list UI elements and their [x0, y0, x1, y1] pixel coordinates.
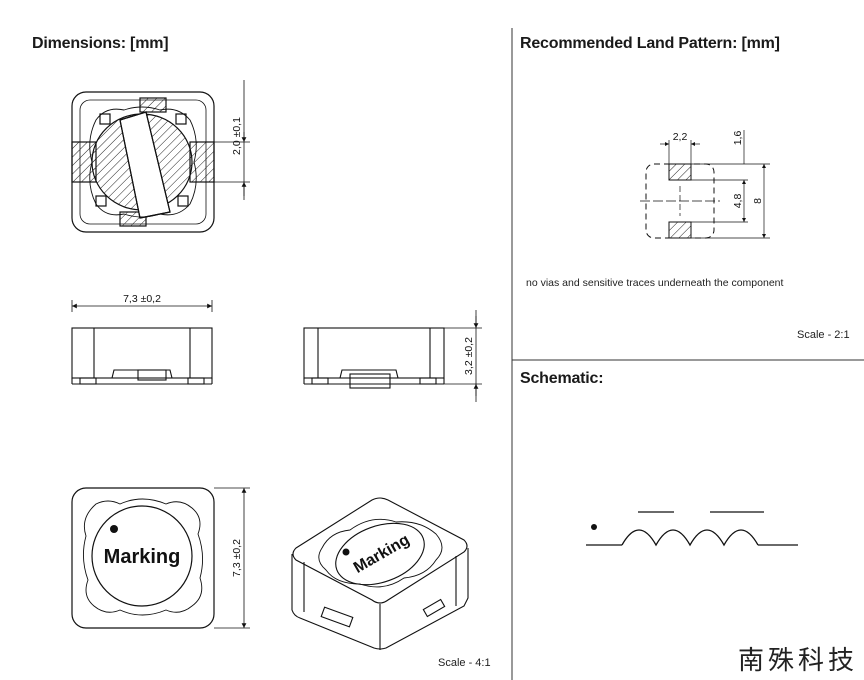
total-label: 8 — [752, 198, 764, 204]
side-view-right — [303, 310, 482, 402]
top-pad-dimension — [214, 80, 250, 200]
iso-polarity-dot — [342, 548, 350, 556]
pad-width-label: 2,2 — [673, 131, 688, 143]
land-note: no vias and sensitive traces underneath … — [526, 277, 784, 289]
width-label: 7,3 ±0,2 — [123, 293, 161, 305]
dimensions-title: Dimensions: [mm] — [32, 35, 169, 52]
schematic-polarity-dot — [591, 524, 597, 530]
land-scale: Scale - 2:1 — [797, 329, 850, 341]
height-label: 3,2 ±0,2 — [463, 337, 475, 375]
depth-label: 7,3 ±0,2 — [231, 539, 243, 577]
dimensions-scale: Scale - 4:1 — [438, 657, 491, 669]
top-pad-label: 2,0 ±0,1 — [231, 117, 243, 155]
schematic-title: Schematic: — [520, 370, 604, 387]
marking-view — [71, 487, 250, 629]
gap-label: 4,8 — [732, 194, 744, 209]
schematic-inductor — [586, 511, 798, 547]
brand-watermark: 南殊科技 — [738, 646, 859, 676]
isometric-view — [291, 497, 469, 650]
pad-height-label: 1,6 — [732, 131, 744, 146]
land-pattern-title: Recommended Land Pattern: [mm] — [520, 35, 780, 52]
land-pattern-drawing — [640, 130, 770, 239]
top-view-drawing — [71, 91, 215, 233]
iso-marking-text: Marking — [351, 531, 413, 576]
side-view-left — [71, 300, 213, 385]
polarity-dot — [110, 525, 118, 533]
marking-text: Marking — [104, 546, 181, 568]
